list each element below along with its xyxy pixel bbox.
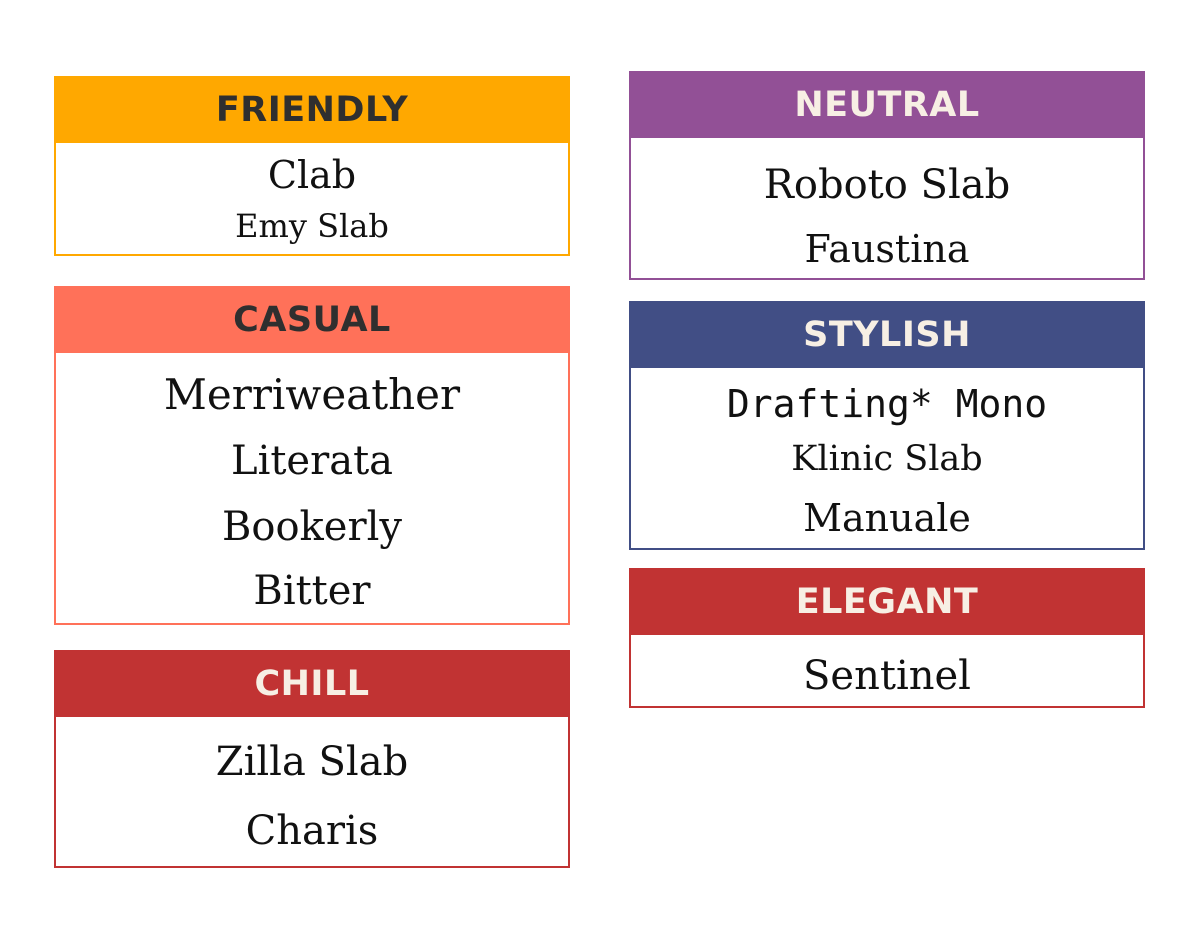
casual-header: CASUAL [54, 286, 570, 353]
font-item-roboto-slab: Roboto Slab [763, 162, 1011, 208]
chill-header: CHILL [54, 650, 570, 717]
friendly-card: FRIENDLY Clab Emy Slab [54, 76, 570, 256]
neutral-title: NEUTRAL [794, 84, 980, 125]
font-item-drafting-mono: Drafting* Mono [726, 382, 1048, 426]
font-item-klinic-slab: Klinic Slab [791, 439, 983, 479]
font-item-clab: Clab [267, 153, 357, 197]
elegant-header: ELEGANT [629, 568, 1145, 635]
font-item-charis: Charis [245, 808, 379, 854]
font-item-zilla-slab: Zilla Slab [215, 739, 409, 785]
font-item-sentinel: Sentinel [803, 653, 971, 699]
font-item-faustina: Faustina [804, 227, 970, 271]
neutral-header: NEUTRAL [629, 71, 1145, 138]
stylish-header: STYLISH [629, 301, 1145, 368]
casual-title: CASUAL [233, 299, 391, 340]
stylish-card: STYLISH Drafting* Mono Klinic Slab Manua… [629, 301, 1145, 550]
chill-card: CHILL Zilla Slab Charis [54, 650, 570, 868]
neutral-card: NEUTRAL Roboto Slab Faustina [629, 71, 1145, 280]
elegant-title: ELEGANT [795, 581, 979, 622]
font-item-manuale: Manuale [803, 496, 971, 540]
font-item-literata: Literata [231, 438, 393, 484]
font-item-bitter: Bitter [253, 568, 371, 614]
friendly-title: FRIENDLY [215, 89, 409, 130]
font-item-emy-slab: Emy Slab [235, 207, 389, 245]
chill-title: CHILL [254, 663, 370, 704]
font-item-merriweather: Merriweather [163, 370, 461, 419]
stylish-title: STYLISH [803, 314, 971, 355]
friendly-header: FRIENDLY [54, 76, 570, 143]
elegant-card: ELEGANT Sentinel [629, 568, 1145, 708]
casual-card: CASUAL Merriweather Literata Bookerly Bi… [54, 286, 570, 625]
font-item-bookerly: Bookerly [222, 504, 402, 550]
